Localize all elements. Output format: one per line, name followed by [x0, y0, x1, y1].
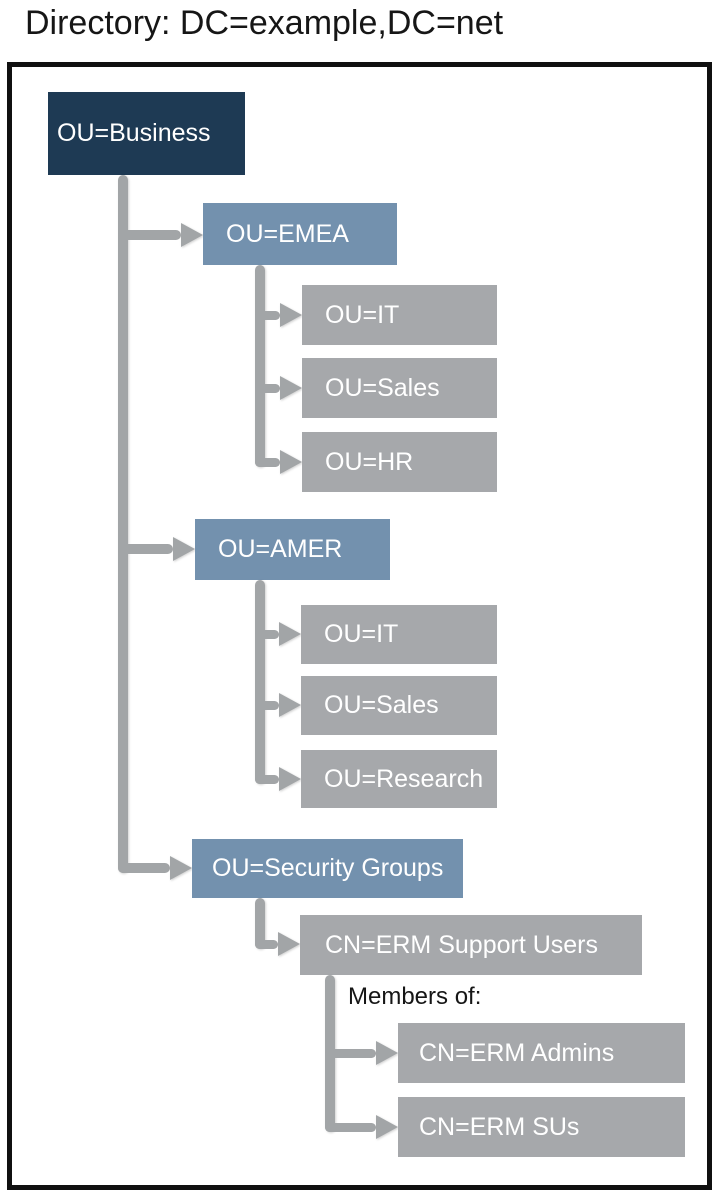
- connector-branch-amer-it: [255, 630, 279, 639]
- members-of-label: Members of:: [348, 983, 482, 1010]
- arrow-right-icon: [280, 303, 302, 327]
- connector-branch-security: [118, 863, 170, 873]
- connector-branch-erm-sus: [325, 1123, 376, 1132]
- node-cn-erm-admins: CN=ERM Admins: [398, 1023, 685, 1083]
- connector-branch-emea-it: [255, 311, 280, 320]
- node-ou-emea-hr: OU=HR: [302, 432, 497, 492]
- connector-branch-emea-sales: [255, 384, 280, 393]
- node-ou-business: OU=Business: [48, 92, 245, 175]
- connector-branch-emea-hr: [255, 458, 280, 467]
- connector-trunk-emea: [255, 265, 265, 467]
- node-label: CN=ERM Support Users: [325, 930, 598, 959]
- arrow-right-icon: [280, 450, 302, 474]
- node-ou-amer-sales: OU=Sales: [301, 676, 497, 735]
- node-ou-security-groups: OU=Security Groups: [192, 839, 463, 898]
- connector-trunk-amer: [255, 580, 265, 784]
- connector-branch-amer: [118, 544, 173, 554]
- arrow-right-icon: [181, 223, 203, 247]
- connector-branch-emea: [118, 230, 181, 240]
- node-cn-erm-sus: CN=ERM SUs: [398, 1097, 685, 1157]
- node-label: OU=AMER: [218, 535, 343, 563]
- node-ou-amer-research: OU=Research: [301, 750, 497, 808]
- arrow-right-icon: [376, 1115, 398, 1139]
- node-ou-emea-it: OU=IT: [302, 285, 497, 345]
- node-ou-amer: OU=AMER: [195, 519, 390, 580]
- node-label: OU=EMEA: [226, 219, 349, 248]
- node-label: OU=HR: [325, 447, 414, 476]
- node-ou-emea-sales: OU=Sales: [302, 358, 497, 418]
- arrow-right-icon: [279, 622, 301, 646]
- connector-trunk-main: [118, 175, 128, 873]
- node-label: OU=Research: [324, 764, 484, 793]
- arrow-right-icon: [279, 693, 301, 717]
- diagram-frame: [7, 62, 712, 1190]
- connector-trunk-security: [255, 898, 265, 949]
- connector-branch-support-users: [255, 940, 278, 949]
- node-cn-erm-support-users: CN=ERM Support Users: [300, 915, 642, 975]
- connector-branch-erm-admins: [325, 1049, 376, 1058]
- node-label: OU=Sales: [325, 373, 440, 402]
- node-ou-emea: OU=EMEA: [203, 203, 397, 265]
- node-label: OU=Sales: [324, 691, 439, 719]
- arrow-right-icon: [279, 767, 301, 791]
- arrow-right-icon: [280, 376, 302, 400]
- arrow-right-icon: [376, 1041, 398, 1065]
- arrow-right-icon: [170, 856, 192, 880]
- node-label: CN=ERM Admins: [419, 1038, 615, 1067]
- arrow-right-icon: [278, 932, 300, 956]
- node-ou-amer-it: OU=IT: [301, 605, 497, 664]
- connector-branch-amer-research: [255, 775, 279, 784]
- connector-branch-amer-sales: [255, 701, 279, 710]
- node-label: OU=Business: [57, 119, 211, 147]
- node-label: CN=ERM SUs: [419, 1112, 580, 1141]
- node-label: OU=Security Groups: [212, 854, 444, 882]
- page-title: Directory: DC=example,DC=net: [25, 4, 504, 42]
- arrow-right-icon: [173, 537, 195, 561]
- node-label: OU=IT: [325, 300, 400, 329]
- node-label: OU=IT: [324, 620, 399, 648]
